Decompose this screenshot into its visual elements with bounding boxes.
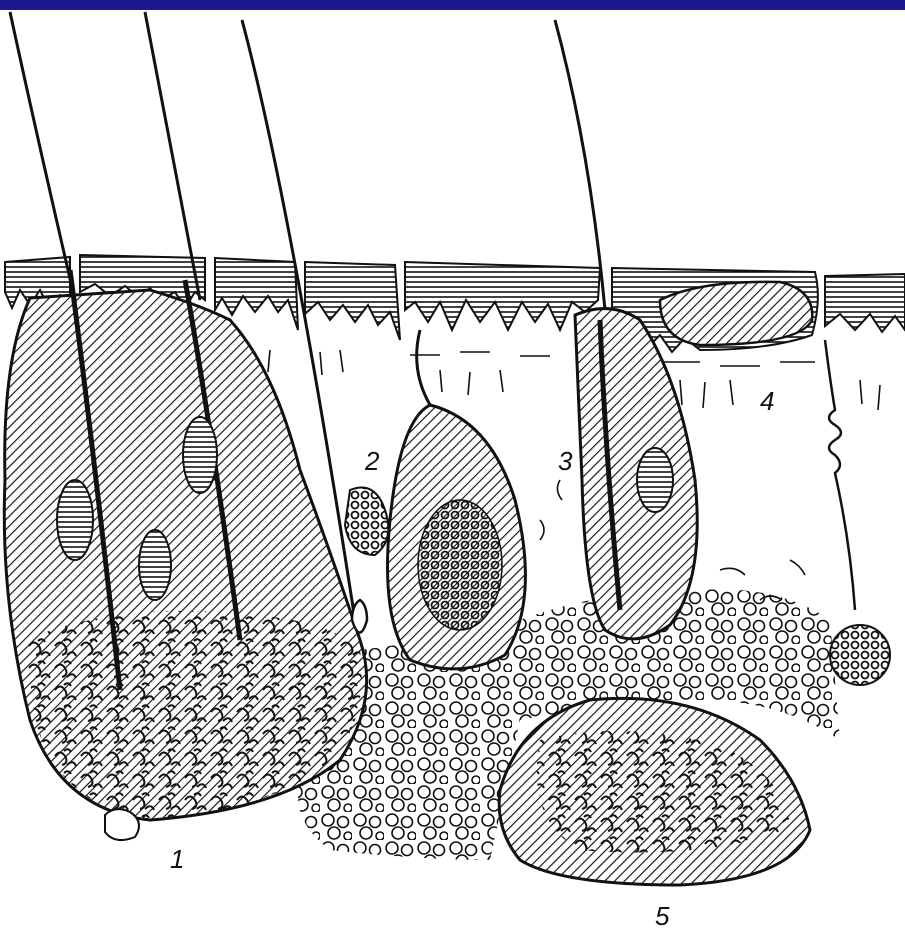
hair-bulb <box>352 600 367 633</box>
label-1: 1 <box>170 844 184 874</box>
header-bar <box>0 0 905 10</box>
label-4: 4 <box>760 386 774 416</box>
label-3: 3 <box>558 446 573 476</box>
label-2: 2 <box>364 446 380 476</box>
structure-5 <box>499 698 810 885</box>
small-gland <box>345 488 388 556</box>
skin-section-illustration: 1 2 3 4 5 <box>0 10 905 937</box>
structure-3 <box>575 309 697 639</box>
label-5: 5 <box>655 901 670 931</box>
structure-2 <box>388 330 526 669</box>
